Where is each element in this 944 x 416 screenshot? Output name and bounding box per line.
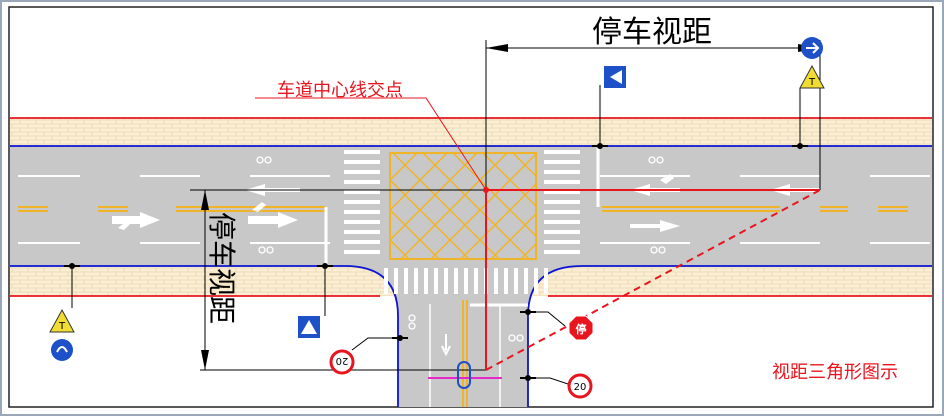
blue-square-sign-bottom	[298, 316, 320, 338]
no-stopping-box	[389, 152, 537, 260]
lane-arrows	[112, 174, 820, 232]
crosswalk-east	[544, 150, 580, 254]
stop-distance-label-side: 停车视距	[205, 212, 238, 324]
lane-dashes	[18, 175, 930, 244]
sidewalk-top	[10, 118, 932, 146]
speed-limit-sign-right: 20	[567, 373, 593, 399]
speed-limit-left-text: 20	[336, 355, 349, 366]
caption-label: 视距三角形图示	[772, 362, 898, 383]
stop-sign: 停	[568, 315, 594, 341]
dimension-arrow-left	[486, 44, 508, 52]
stop-distance-label-top: 停车视距	[592, 15, 712, 50]
warning-sign-bottom: T	[49, 308, 75, 333]
blue-square-sign-top	[604, 66, 626, 88]
stop-sign-text: 停	[576, 322, 587, 336]
bike-symbols	[256, 156, 666, 342]
sight-triangle-hypotenuse	[485, 189, 821, 371]
vehicle-marker	[457, 361, 471, 389]
speed-limit-sign-left: 20	[329, 349, 355, 375]
speed-limit-right-text: 20	[574, 382, 587, 393]
label-leader-line	[255, 97, 487, 191]
center-line-right	[602, 206, 908, 212]
blue-round-sign-bottom	[51, 339, 73, 361]
warning-sign-bottom-text: T	[58, 321, 66, 332]
south-arrow	[441, 334, 451, 357]
center-intersection-label: 车道中心线交点	[277, 80, 403, 101]
warning-sign-top-text: T	[808, 77, 816, 88]
crosswalk-west	[344, 150, 380, 254]
warning-sign-top: T	[799, 64, 825, 89]
blue-round-sign-top	[801, 37, 823, 59]
center-line-left	[18, 206, 325, 212]
